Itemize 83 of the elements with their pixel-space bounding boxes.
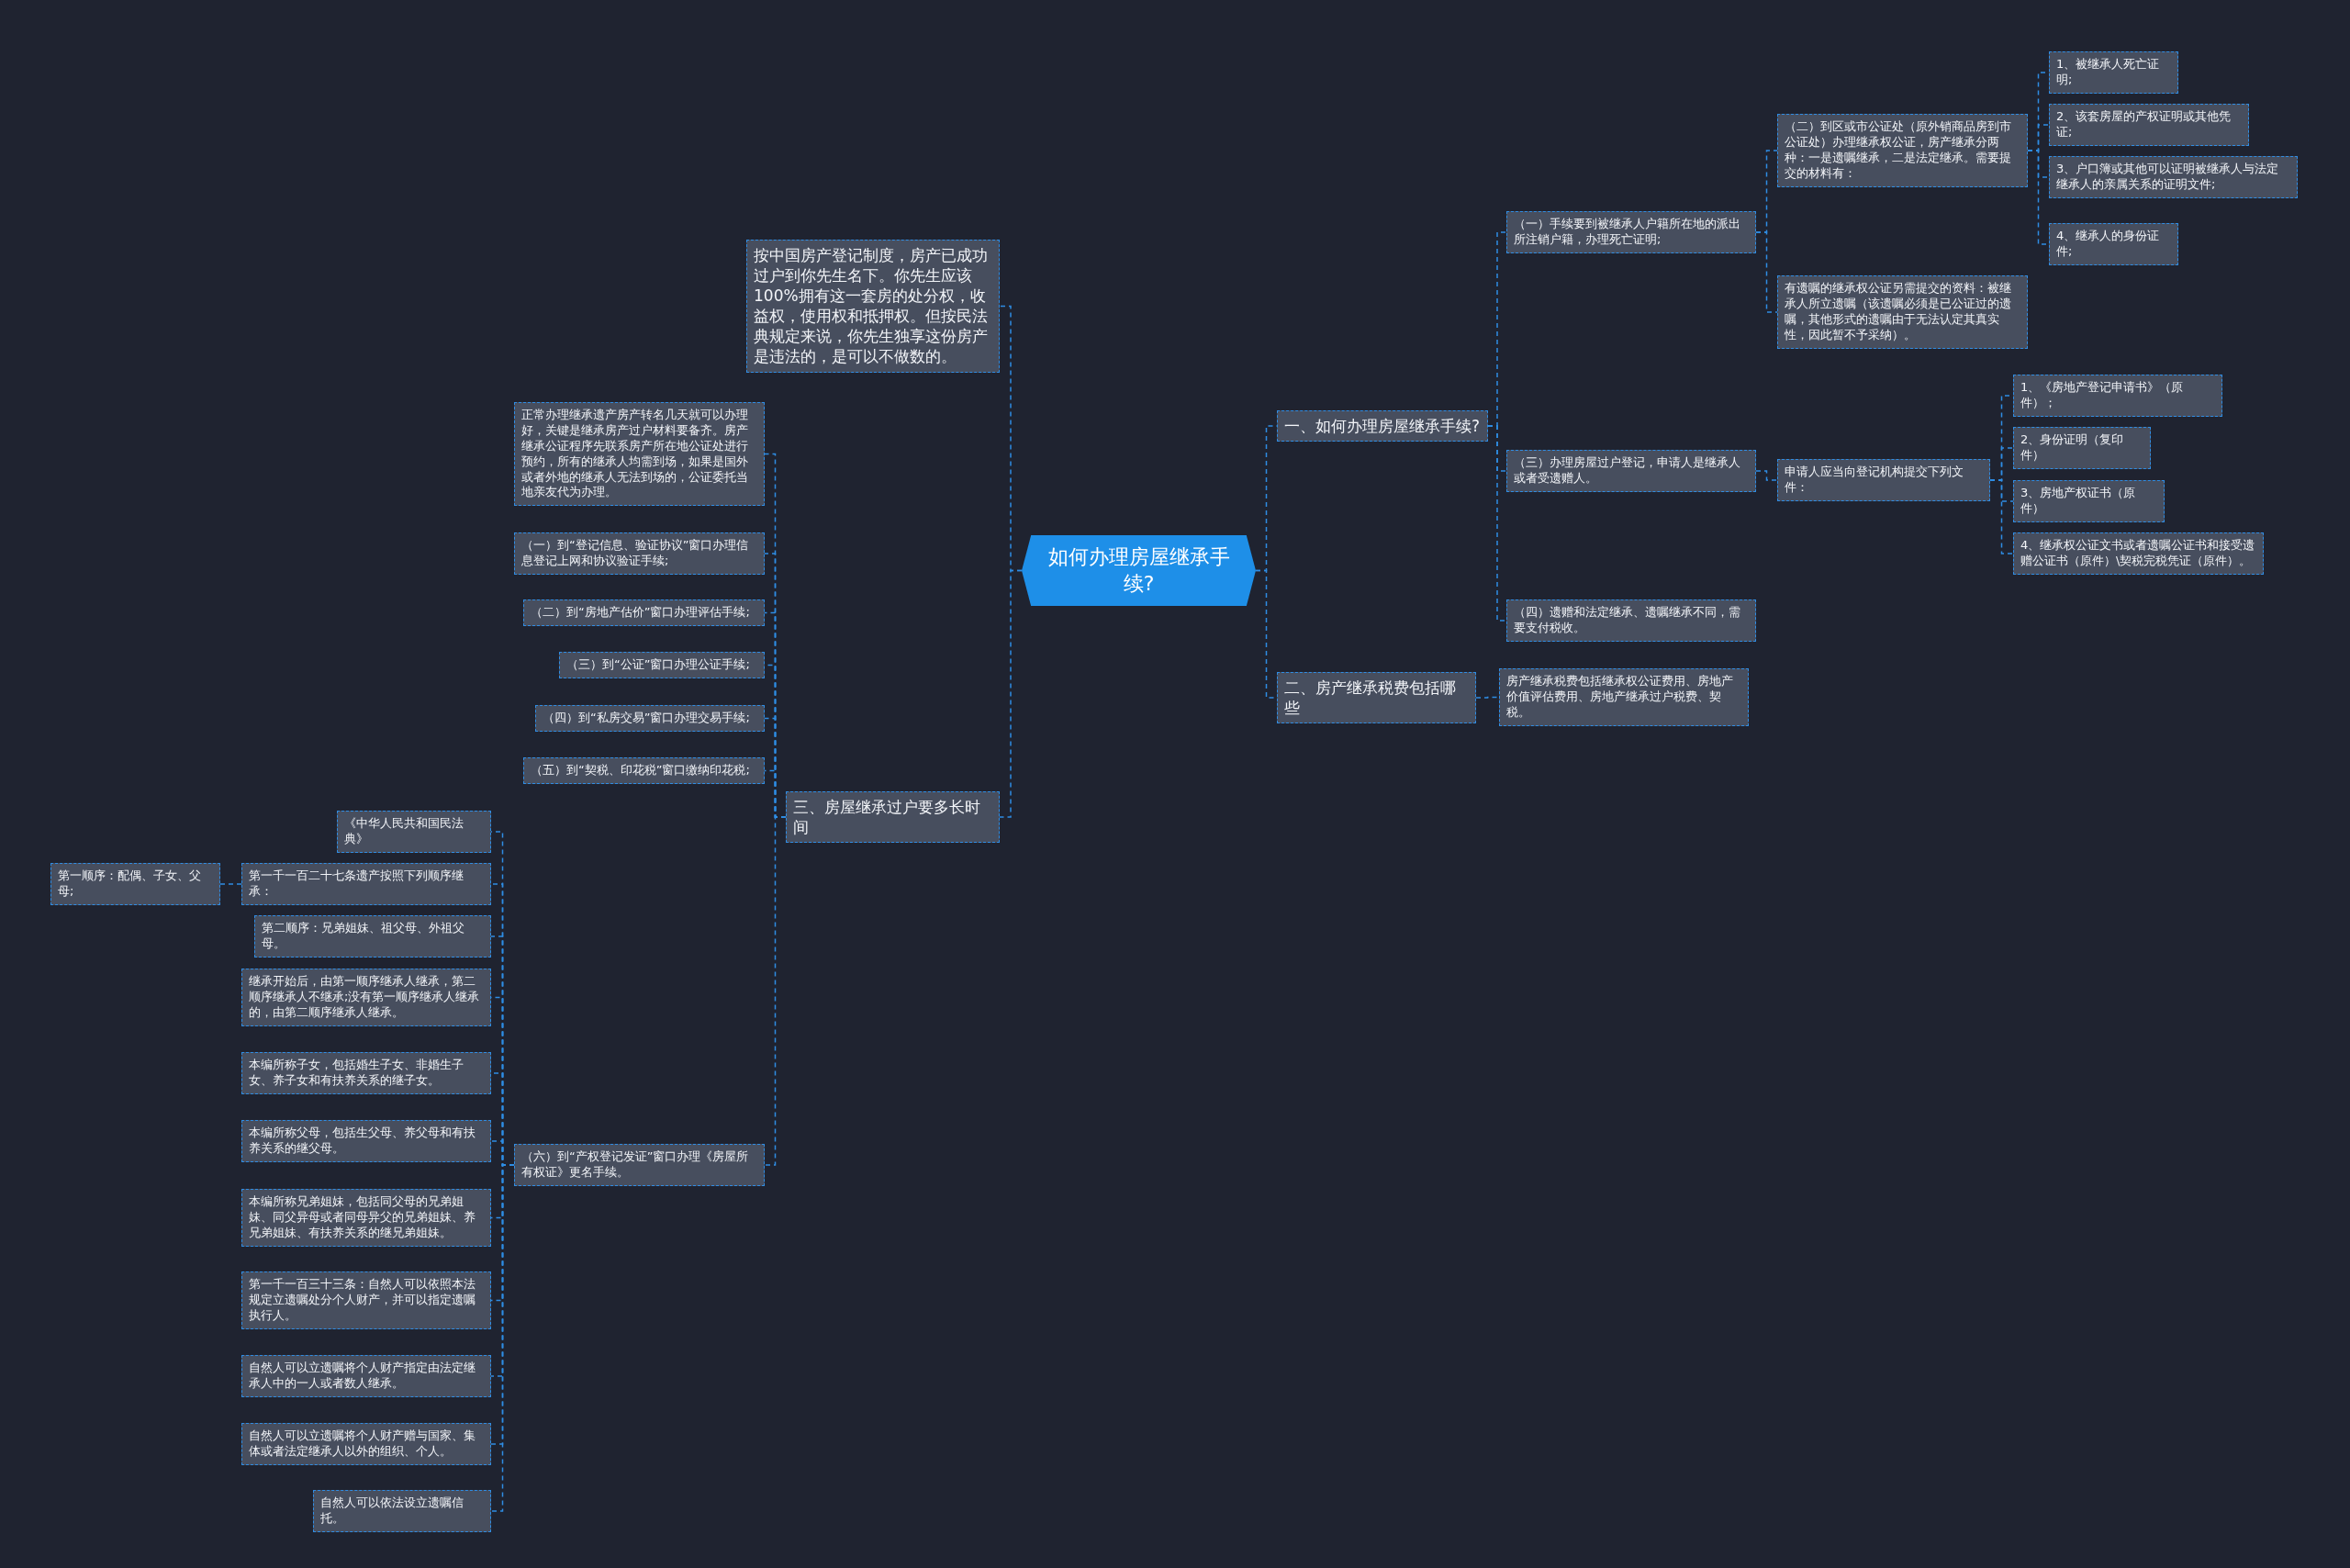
topic-box	[2013, 427, 2151, 469]
topic-box	[1777, 459, 1990, 501]
topic-text: 3、户口簿或其他可以证明被继承人与法定继承人的亲属关系的证明文件;	[2056, 162, 2280, 193]
topic-text: 本编所称父母，包括生父母、养父母和有扶养关系的继父母。	[249, 1126, 476, 1157]
topic-box	[241, 1355, 491, 1397]
topic-box	[313, 1490, 491, 1532]
topic-box	[559, 652, 765, 678]
topic-box	[337, 811, 491, 853]
topic-box	[2013, 480, 2165, 522]
topic-box	[241, 969, 491, 1026]
topic-box	[2049, 156, 2298, 198]
topic-text: 一、如何办理房屋继承手续?	[1284, 416, 1481, 437]
topic-text: 房产继承税费包括继承权公证费用、房地产价值评估费用、房地产继承过户税费、契税。	[1506, 674, 1734, 721]
topic-text: 1、《房地产登记申请书》（原件）；	[2020, 380, 2185, 411]
topic-text: （一）手续要到被继承人户籍所在地的派出所注销户籍，办理死亡证明;	[1514, 217, 1741, 248]
topic-text: （三）到“公证”窗口办理公证手续;	[566, 657, 751, 673]
topic-box	[50, 863, 220, 905]
topic-text: 本编所称子女，包括婚生子女、非婚生子女、养子女和有扶养关系的继子女。	[249, 1058, 464, 1089]
connector-line	[1755, 470, 1778, 481]
topic-text: 第一千一百三十三条：自然人可以依照本法规定立遗嘱处分个人财产，并可以指定遗嘱执行人。	[249, 1277, 476, 1324]
topic-box	[1506, 211, 1756, 253]
topic-box	[1777, 114, 2028, 187]
connector-line	[1755, 231, 1778, 313]
topic-text: （四）遗赠和法定继承、遗嘱继承不同，需要支付税收。	[1514, 605, 1741, 636]
topic-text: 1、被继承人死亡证明;	[2056, 57, 2161, 88]
topic-box	[514, 532, 765, 575]
connector-line	[1487, 425, 1507, 622]
connector-line	[999, 569, 1023, 818]
topic-box	[2049, 51, 2178, 94]
connector-line	[1475, 696, 1500, 699]
topic-box	[241, 863, 491, 905]
topic-box	[514, 1144, 765, 1186]
topic-box	[535, 705, 765, 732]
topic-text: 2、该套房屋的产权证明或其他凭证;	[2056, 109, 2232, 140]
topic-box	[514, 402, 765, 507]
topic-box	[2049, 104, 2249, 146]
topic-box	[1506, 599, 1756, 642]
topic-text: 3、房地产权证书（原件）	[2020, 486, 2137, 517]
topic-box	[2049, 223, 2178, 265]
topic-text: 自然人可以立遗嘱将个人财产赠与国家、集体或者法定继承人以外的组织、个人。	[249, 1428, 476, 1460]
topic-box	[2013, 532, 2264, 575]
topic-box	[241, 1271, 491, 1329]
topic-text: 第二顺序：兄弟姐妹、祖父母、外祖父母。	[262, 921, 465, 952]
topic-text: 第一顺序：配偶、子女、父母;	[58, 868, 202, 900]
topic-text: （四）到“私房交易”窗口办理交易手续;	[543, 711, 751, 726]
topic-box	[254, 915, 491, 958]
topic-box	[786, 791, 1000, 844]
topic-text: 第一千一百二十七条遗产按照下列顺序继承：	[249, 868, 464, 900]
topic-box	[523, 599, 765, 626]
topic-text: （二）到“房地产估价”窗口办理评估手续;	[531, 605, 751, 621]
topic-text: 《中华人民共和国民法典》	[344, 816, 464, 847]
topic-text: 按中国房产登记制度，房产已成功过户到你先生名下。你先生应该100%拥有这一套房的处分权，收益权，使用权和抵押权。但按民法典规定来说，你先生独享这份房产是违法的，是可以不做数的。	[754, 245, 989, 367]
topic-text: （六）到“产权登记发证”窗口办理《房屋所有权证》更名手续。	[521, 1149, 750, 1181]
topic-box	[1506, 450, 1756, 492]
topic-box	[2013, 375, 2222, 417]
topic-text: （一）到“登记信息、验证协议”窗口办理信息登记上网和协议验证手续;	[521, 538, 750, 569]
topic-text: 有遗嘱的继承权公证另需提交的资料：被继承人所立遗嘱（该遗嘱必须是已公证过的遗嘱，其他形式的遗嘱由于无法认定其真实性，因此暂不予采纳）。	[1785, 281, 2012, 343]
topic-text: 申请人应当向登记机构提交下列文件：	[1785, 465, 1964, 496]
topic-text: 2、身份证明（复印件）	[2020, 432, 2125, 464]
topic-box	[241, 1120, 491, 1162]
topic-text: （五）到“契税、印花税”窗口缴纳印花税;	[531, 763, 751, 778]
topic-text: 4、继承权公证文书或者遗嘱公证书和接受遗赠公证书（原件）\契税完税凭证（原件）。	[2020, 538, 2256, 569]
topic-box	[1277, 672, 1476, 724]
topic-text: 如何办理房屋继承手续?	[1046, 544, 1231, 597]
topic-text: 自然人可以依法设立遗嘱信托。	[320, 1495, 464, 1527]
topic-text: 正常办理继承遗产房产转名几天就可以办理好，关键是继承房产过户材料要备齐。房产继承公证程序先联系房产所在地公证处进行预约，所有的继承人均需到场，如果是国外或者外地的继承人无法到场的，公证委托当地亲友代为办理。	[521, 408, 749, 501]
topic-text: 继承开始后，由第一顺序继承人继承，第二顺序继承人不继承;没有第一顺序继承人继承的，由第二顺序继承人继承。	[249, 974, 481, 1021]
topic-text: 三、房屋继承过户要多长时间	[793, 797, 981, 838]
topic-box	[241, 1052, 491, 1094]
topic-text: 4、继承人的身份证件;	[2056, 229, 2161, 260]
topic-box	[1499, 668, 1749, 726]
connector-line	[1989, 479, 2014, 554]
topic-box	[1777, 275, 2028, 349]
topic-text: （二）到区或市公证处（原外销商品房到市公证处）办理继承权公证，房产继承分两种：一是遗嘱继承，二是法定继承。需要提交的材料有：	[1785, 119, 2012, 182]
topic-text: 自然人可以立遗嘱将个人财产指定由法定继承人中的一人或者数人继承。	[249, 1361, 476, 1392]
topic-text: （三）办理房屋过户登记，申请人是继承人或者受遗赠人。	[1514, 455, 1741, 487]
topic-text: 二、房产继承税费包括哪些	[1284, 678, 1457, 719]
connector-line	[219, 883, 242, 885]
topic-box	[241, 1189, 491, 1247]
topic-box	[241, 1423, 491, 1465]
topic-text: 本编所称兄弟姐妹，包括同父母的兄弟姐妹、同父异母或者同母异父的兄弟姐妹、养兄弟姐妹、有扶养关系的继兄弟姐妹。	[249, 1194, 476, 1241]
topic-box	[1277, 410, 1488, 442]
topic-box	[523, 757, 765, 784]
